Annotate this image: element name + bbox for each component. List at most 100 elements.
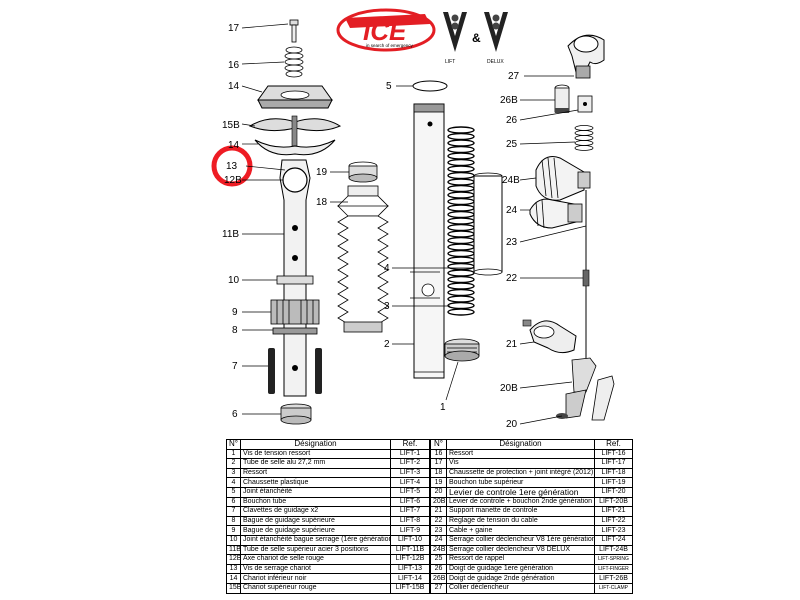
cell-num: 9 — [226, 525, 241, 536]
callout-18: 18 — [316, 197, 328, 208]
callout-8: 8 — [232, 325, 238, 336]
cell-designation: Joint étanchéité — [240, 486, 391, 498]
callout-23: 23 — [506, 237, 518, 248]
cell-num: 22 — [430, 515, 447, 527]
cell-num: 16 — [430, 448, 447, 460]
cell-ref: LIFT-20B — [594, 496, 633, 508]
part-16-spring — [284, 46, 304, 78]
callout-17: 17 — [228, 23, 240, 34]
cell-designation: Vis — [446, 458, 595, 469]
part-8-guide-ring — [272, 327, 318, 335]
exploded-parts-diagram: ICE in search of emergency LIFT & DELUX — [211, 8, 615, 430]
cell-ref: LIFT-12B — [390, 554, 430, 565]
part-20B-lever-2nd-gen — [571, 357, 615, 421]
part-15B-upper-carriage — [248, 115, 342, 147]
cell-num: 23 — [430, 525, 447, 536]
cell-designation: Joint étanchéité bague serrage (1ère gén… — [240, 534, 391, 546]
cell-designation: Levier de controle 1ere génération — [446, 486, 595, 498]
callout-21: 21 — [506, 339, 518, 350]
callout-19: 19 — [316, 167, 328, 178]
cell-designation: Tube de selle alu 27,2 mm — [240, 458, 391, 469]
cell-num: 14 — [226, 573, 241, 584]
cell-num: 17 — [430, 458, 447, 469]
cell-ref: LIFT-7 — [390, 506, 430, 517]
cell-designation: Vis de tension ressort — [240, 448, 391, 460]
cell-ref: LIFT-24 — [594, 534, 633, 546]
cell-designation: Chaussette plastique — [240, 477, 391, 488]
cell-designation: Ressort — [446, 448, 595, 460]
cell-num: 18 — [430, 467, 447, 479]
cell-designation: Chariot supérieur rouge — [240, 582, 391, 594]
cell-ref: LIFT-6 — [390, 496, 430, 508]
cell-ref: LIFT-1 — [390, 448, 430, 460]
cell-num: 1 — [226, 448, 241, 460]
cell-num: 25 — [430, 554, 447, 565]
part-20-lever — [556, 389, 587, 419]
callout-16: 16 — [228, 60, 240, 71]
cell-designation: Vis de serrage chariot — [240, 563, 391, 575]
cell-designation: Levier de controle + bouchon 2nde généra… — [446, 496, 595, 508]
callout-25: 25 — [506, 139, 518, 150]
cell-ref: LIFT-19 — [594, 477, 633, 488]
part-14-lower-carriage — [254, 139, 336, 156]
part-23-cable — [582, 190, 590, 362]
cell-designation: Chaussette de protection + joint intégré… — [446, 467, 595, 479]
cell-designation: Serrage collier déclencheur V8 1ère géné… — [446, 534, 595, 546]
cell-ref: LIFT-FINGER — [594, 563, 633, 575]
cell-designation: Bouchon tube supérieur — [446, 477, 595, 488]
cell-num: 10 — [226, 534, 241, 546]
callout-24B: 24B — [502, 175, 520, 186]
cell-ref: LIFT-24B — [594, 544, 633, 556]
part-1-tension-screw — [444, 338, 480, 362]
cell-designation: Axe chariot de selle rouge — [240, 554, 391, 565]
cell-num: 7 — [226, 506, 241, 517]
part-2-lower-tube — [413, 103, 445, 379]
cell-designation: Collier déclencheur — [446, 582, 595, 594]
cell-ref: LIFT-18 — [594, 467, 633, 479]
callout-14-top: 14 — [228, 81, 240, 92]
callout-20: 20 — [506, 419, 518, 430]
callout-15B: 15B — [222, 120, 240, 131]
ice-logo: ICE in search of emergency — [336, 8, 436, 52]
header-num: N° — [430, 439, 447, 450]
cell-num: 8 — [226, 515, 241, 527]
cell-designation: Ressort de rappel — [446, 554, 595, 565]
cell-ref: LIFT-8 — [390, 515, 430, 527]
v8-lift-logo: LIFT — [443, 12, 467, 65]
leader-lines — [241, 23, 587, 425]
cell-num: 12B — [226, 554, 241, 565]
part-19-tube-cap — [348, 161, 378, 183]
cell-designation: Bouchon tube — [240, 496, 391, 508]
callout-12B: 12B — [224, 175, 242, 186]
part-27-clamp — [567, 34, 605, 79]
cell-ref: LIFT-23 — [594, 525, 633, 536]
cell-ref: LIFT-3 — [390, 467, 430, 479]
cell-designation: Tube de selle supérieur acier 3 position… — [240, 544, 391, 556]
v8-lift-sub: LIFT — [445, 59, 455, 65]
cell-ref: LIFT-9 — [390, 525, 430, 536]
cell-num: 15B — [226, 582, 241, 594]
cell-ref: LIFT-2 — [390, 458, 430, 469]
cell-ref: LIFT-13 — [390, 563, 430, 575]
part-21-lever-mount — [522, 319, 577, 354]
header-num: N° — [226, 439, 241, 450]
callout-20B: 20B — [500, 383, 518, 394]
cell-ref: LIFT-10 — [390, 534, 430, 546]
cell-ref: LIFT-4 — [390, 477, 430, 488]
